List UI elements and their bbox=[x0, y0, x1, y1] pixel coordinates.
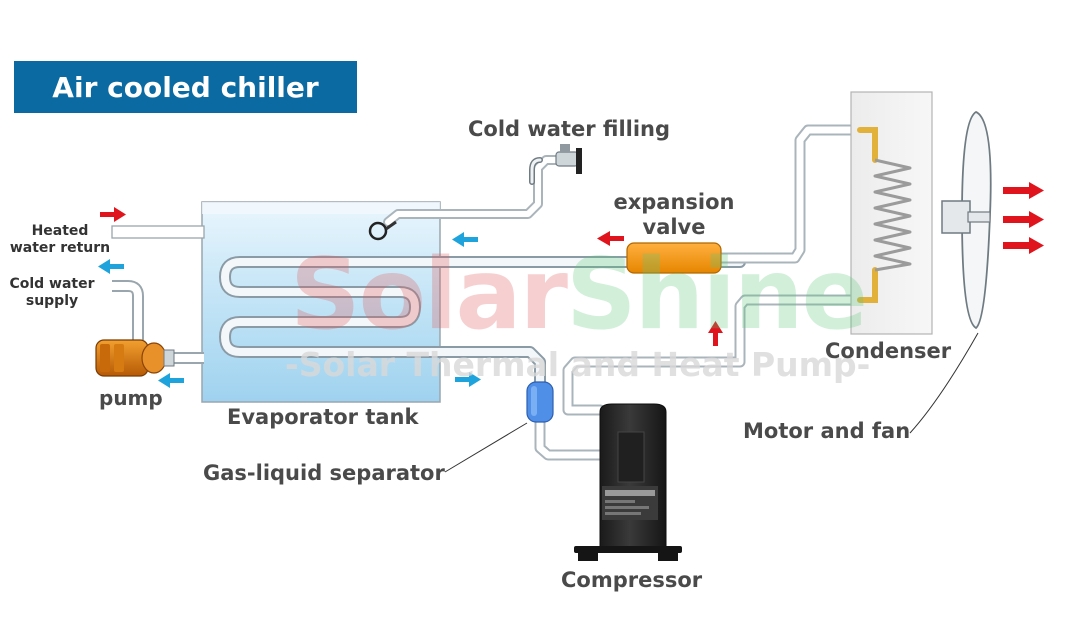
expansion-valve-label: expansion valve bbox=[612, 190, 736, 240]
watermark-brand-solar: Solar bbox=[290, 238, 568, 352]
refrigerant-pipes bbox=[534, 124, 866, 461]
expansion-valve bbox=[626, 242, 722, 274]
fan-exhaust-arrow-icon bbox=[1003, 237, 1044, 254]
cold-water-filling-pipe bbox=[383, 155, 565, 227]
gas-liquid-separator bbox=[526, 381, 554, 423]
supply-arrow-icon bbox=[98, 259, 124, 274]
float-valve-icon bbox=[368, 220, 397, 241]
fan-exhaust-arrow-icon bbox=[1003, 182, 1044, 199]
condenser bbox=[850, 91, 933, 335]
watermark-brand-shine: Shine bbox=[565, 238, 868, 352]
expansion-valve-label-line1: expansion bbox=[613, 190, 735, 214]
watermark-tagline: -Solar Thermal and Heat Pump- bbox=[285, 345, 871, 384]
condenser-label: Condenser bbox=[825, 339, 952, 363]
gas-liquid-separator-label: Gas-liquid separator bbox=[203, 461, 445, 485]
compressor bbox=[574, 403, 682, 561]
evaporator-coil bbox=[219, 256, 746, 388]
separator-flow-arrow-icon bbox=[455, 372, 481, 387]
heated-return-arrow-icon bbox=[100, 207, 126, 222]
pump-icon[interactable] bbox=[95, 339, 175, 377]
evaporator-tank bbox=[201, 201, 441, 403]
evaporator-tank-label: Evaporator tank bbox=[227, 405, 419, 429]
compressor-label: Compressor bbox=[561, 568, 703, 592]
title-banner: Air cooled chiller bbox=[14, 61, 357, 113]
watermark-brand: SolarShine bbox=[290, 238, 868, 352]
faucet-icon[interactable] bbox=[529, 144, 582, 185]
heated-water-return-pipe bbox=[111, 225, 205, 239]
cold-flow-arrows bbox=[98, 232, 481, 388]
pump-label: pump bbox=[99, 386, 163, 410]
cold-water-supply-label-line1: Cold water bbox=[9, 276, 95, 292]
condenser-return-arrow-icon bbox=[708, 321, 723, 346]
heated-water-return-label-line2: water return bbox=[9, 240, 111, 256]
motor-and-fan-label: Motor and fan bbox=[743, 419, 911, 443]
fan-exhaust-arrow-icon bbox=[1003, 211, 1044, 228]
leader-lines bbox=[444, 332, 979, 473]
fan-icon bbox=[941, 110, 992, 330]
cold-water-supply-label: Cold water supply bbox=[2, 276, 102, 310]
cold-water-supply-label-line2: supply bbox=[25, 293, 79, 309]
cold-water-filling-label: Cold water filling bbox=[468, 117, 671, 141]
expansion-valve-label-line2: valve bbox=[642, 215, 706, 239]
heated-water-return-label-line1: Heated bbox=[31, 223, 89, 239]
hot-flow-arrows bbox=[100, 182, 1044, 346]
heated-water-return-label: Heated water return bbox=[8, 223, 112, 257]
expansion-flow-arrow-icon bbox=[597, 231, 624, 246]
pump-arrow-icon bbox=[158, 373, 184, 388]
tank-inlet-arrow-icon bbox=[452, 232, 478, 247]
cold-water-supply-pipe bbox=[112, 280, 204, 364]
